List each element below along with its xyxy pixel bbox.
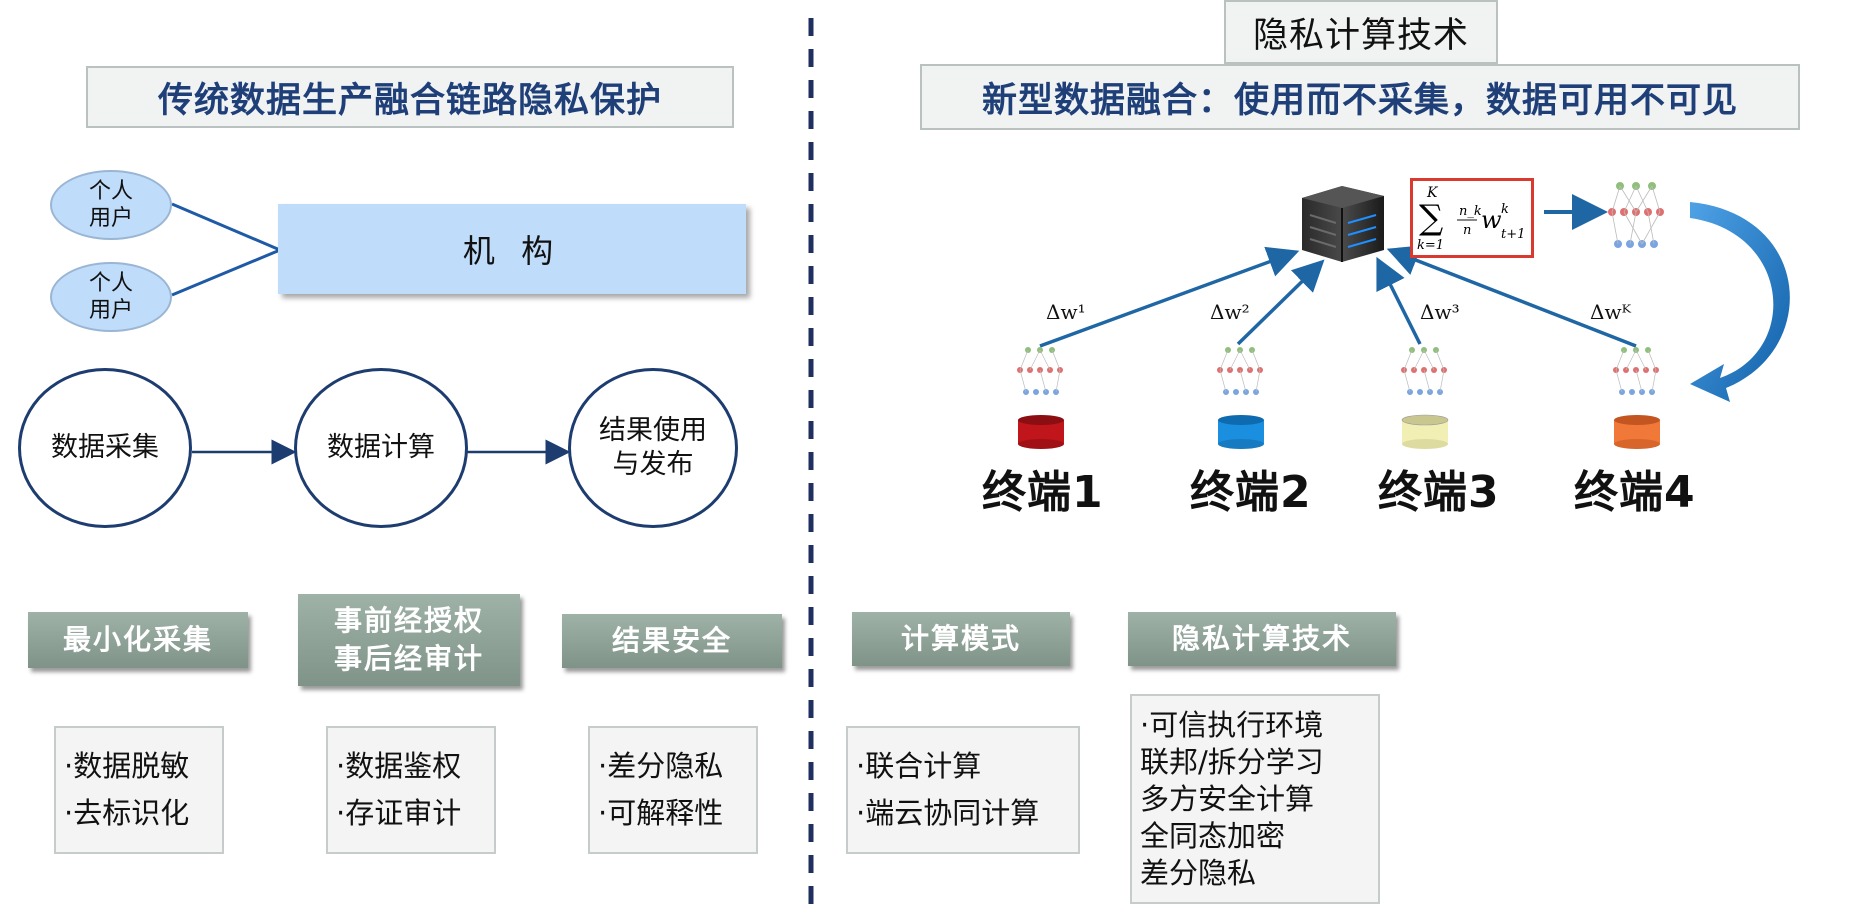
upload-arrow-2 [1236, 259, 1325, 346]
delta-label-4: Δwᴷ [1590, 300, 1631, 324]
flow-data-computation: 数据计算 [294, 368, 468, 528]
flow-label: 数据计算 [327, 432, 435, 463]
list-item: ·差分隐私 [598, 749, 724, 783]
category-line2: 事后经审计 [333, 642, 484, 675]
sum-upper-limit: K [1426, 185, 1439, 201]
weight-superscript: k [1501, 202, 1509, 217]
list-authorization-audit: ·数据鉴权 ·存证审计 [326, 726, 496, 854]
terminal3-model-icon [1401, 347, 1447, 395]
left-title: 传统数据生产融合链路隐私保护 [86, 66, 734, 128]
formula-glyphs: K ∑ k=1 n_k n w k t+1 [1417, 185, 1525, 253]
list-computing-mode: ·联合计算 ·端云协同计算 [846, 726, 1080, 854]
terminal4-model-icon [1613, 347, 1659, 395]
category-computing-mode: 计算模式 [852, 612, 1070, 666]
list-item: 多方安全计算 [1140, 781, 1315, 816]
terminal3-database-icon [1401, 414, 1449, 449]
terminal2-model-icon [1217, 347, 1263, 395]
user1-link [171, 202, 281, 252]
upload-arrow-1 [1039, 246, 1300, 348]
category-privacy-tech: 隐私计算技术 [1128, 612, 1396, 666]
flow-label: 数据采集 [51, 432, 159, 463]
sum-lower-limit: k=1 [1417, 238, 1444, 253]
individual-user-2: 个人 用户 [50, 262, 172, 332]
weight-symbol: w [1481, 206, 1502, 234]
user-label-line2: 用户 [88, 298, 133, 323]
user-label-line1: 个人 [88, 271, 133, 296]
flow-data-collection: 数据采集 [18, 368, 192, 528]
user-label-line2: 用户 [88, 206, 133, 231]
list-item: ·数据脱敏 [64, 749, 190, 783]
right-title: 新型数据融合：使用而不采集，数据可用不可见 [920, 64, 1800, 130]
list-item: ·去标识化 [64, 796, 190, 830]
delta-label-2: Δw² [1210, 300, 1250, 324]
terminal-label-4: 终端4 [1574, 467, 1696, 518]
delta-label-3: Δw³ [1420, 300, 1460, 324]
list-item: 联邦/拆分学习 [1140, 744, 1324, 779]
server-icon [1302, 186, 1384, 262]
category-authorization-audit: 事前经授权事后经审计 [298, 594, 520, 686]
category-result-security: 结果安全 [562, 614, 782, 668]
category-minimal-collection: 最小化采集 [28, 612, 248, 668]
aggregation-formula: K ∑ k=1 n_k n w k t+1 [1410, 178, 1534, 258]
fraction-denominator: n [1463, 223, 1471, 238]
institution-box: 机 构 [278, 204, 746, 294]
list-item: ·可信执行环境 [1140, 707, 1324, 742]
list-item: 全同态加密 [1140, 818, 1286, 853]
list-item: ·数据鉴权 [336, 749, 462, 783]
flow-result-release: 结果使用与发布 [568, 368, 738, 528]
upload-arrow-4 [1386, 245, 1637, 348]
list-item: ·联合计算 [856, 749, 982, 783]
terminal-label-3: 终端3 [1378, 467, 1500, 518]
user2-link [171, 248, 281, 297]
list-item: ·可解释性 [598, 796, 724, 830]
terminal-label-2: 终端2 [1190, 467, 1312, 518]
user-label-line1: 个人 [88, 179, 133, 204]
terminal1-model-icon [1017, 347, 1063, 395]
delta-label-1: Δw¹ [1046, 300, 1086, 324]
fraction-numerator: n_k [1459, 204, 1482, 219]
distribute-arrow [1690, 202, 1790, 402]
terminal4-database-icon [1614, 415, 1660, 449]
upload-arrow-3 [1376, 256, 1422, 345]
list-privacy-tech: ·可信执行环境 联邦/拆分学习 多方安全计算 全同态加密 差分隐私 [1130, 694, 1380, 904]
category-line1: 事前经授权 [333, 604, 484, 637]
terminal-label-1: 终端1 [982, 467, 1104, 518]
list-item: 差分隐私 [1140, 855, 1257, 890]
privacy-computing-header: 隐私计算技术 [1224, 0, 1498, 64]
flow-label-line1: 结果使用 [599, 415, 707, 446]
list-minimal-collection: ·数据脱敏 ·去标识化 [54, 726, 224, 854]
list-result-security: ·差分隐私 ·可解释性 [588, 726, 758, 854]
individual-user-1: 个人 用户 [50, 170, 172, 240]
flow-label-line2: 与发布 [612, 449, 694, 480]
list-item: ·存证审计 [336, 796, 462, 830]
sum-sign: ∑ [1419, 198, 1443, 238]
weight-subscript: t+1 [1501, 227, 1525, 242]
list-item: ·端云协同计算 [856, 796, 1040, 830]
terminal1-database-icon [1018, 415, 1064, 449]
global-model-icon [1608, 182, 1664, 248]
terminal2-database-icon [1218, 415, 1264, 449]
